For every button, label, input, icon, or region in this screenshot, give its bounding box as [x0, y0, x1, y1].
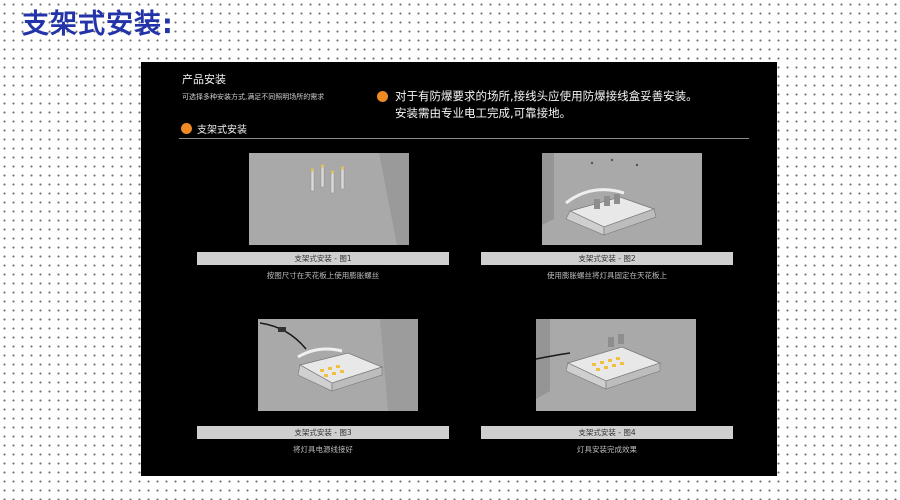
- bullet-dot-icon: [377, 91, 388, 102]
- step-1-image: [249, 153, 409, 245]
- step-4-label: 支架式安装 - 图4: [481, 426, 733, 439]
- section-title: 产品安装: [182, 73, 226, 86]
- divider: [179, 138, 749, 139]
- step-4-caption: 灯具安装完成效果: [577, 445, 637, 454]
- section-subtitle: 可选择多种安装方式,满足不同照明场所的需求: [182, 93, 325, 101]
- step-1-caption: 按图尺寸在天花板上使用膨胀螺丝: [266, 271, 380, 280]
- step-3-label: 支架式安装 - 图3: [197, 426, 449, 439]
- step-3-image: [258, 319, 418, 411]
- bullet-dot-icon: [181, 123, 192, 134]
- installation-panel: 产品安装 可选择多种安装方式,满足不同照明场所的需求 对于有防爆要求的场所,接线…: [141, 62, 777, 476]
- safety-note-line-1: 对于有防爆要求的场所,接线头应使用防爆接线盒妥善安装。: [395, 89, 698, 103]
- safety-note: 对于有防爆要求的场所,接线头应使用防爆接线盒妥善安装。 安装需由专业电工完成,可…: [395, 88, 698, 122]
- step-1-label: 支架式安装 - 图1: [197, 252, 449, 265]
- safety-note-line-2: 安装需由专业电工完成,可靠接地。: [395, 106, 572, 120]
- step-3-caption: 将灯具电源线接好: [293, 445, 353, 454]
- step-2-caption: 使用膨胀螺丝将灯具固定在天花板上: [547, 271, 667, 280]
- subsection-title: 支架式安装: [197, 125, 247, 136]
- step-2-label: 支架式安装 - 图2: [481, 252, 733, 265]
- step-2-image: [542, 153, 702, 245]
- step-4-image: [536, 319, 696, 411]
- page-title: 支架式安装:: [22, 9, 174, 40]
